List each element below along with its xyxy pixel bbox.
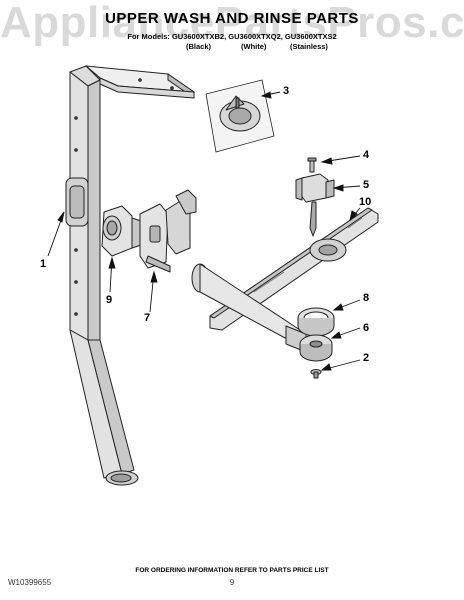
callout-9: 9 bbox=[106, 294, 113, 306]
callout-10: 10 bbox=[359, 196, 372, 208]
feed-pipe bbox=[191, 263, 307, 353]
callout-2: 2 bbox=[363, 352, 370, 364]
part-10-spray-arm bbox=[209, 207, 379, 331]
ordering-info: FOR ORDERING INFORMATION REFER TO PARTS … bbox=[135, 567, 329, 574]
callout-5: 5 bbox=[363, 179, 370, 191]
watermark: AppliancePartsPros.com bbox=[0, 0, 464, 47]
model-list: For Models: GU3600XTXB2, GU3600XTXQ2, GU… bbox=[127, 32, 337, 41]
part-4-screw bbox=[307, 157, 317, 173]
part-3-spray-arm-hub bbox=[205, 79, 275, 153]
page-number: 9 bbox=[229, 578, 235, 587]
part-8-nut bbox=[297, 307, 335, 337]
callout-8: 8 bbox=[363, 292, 370, 304]
callout-4: 4 bbox=[363, 149, 370, 161]
color-label-stainless: (Stainless) bbox=[290, 42, 328, 51]
color-label-black: (Black) bbox=[186, 42, 212, 51]
color-label-white: (White) bbox=[241, 42, 267, 51]
part-9-connector bbox=[101, 205, 145, 257]
document-number: W10399655 bbox=[8, 578, 52, 587]
part-1-feed-tube bbox=[65, 65, 195, 486]
callout-3: 3 bbox=[283, 85, 290, 97]
part-5-arm-mount bbox=[295, 173, 335, 237]
part-6-bearing bbox=[299, 334, 333, 362]
diagram-title: UPPER WASH AND RINSE PARTS bbox=[105, 10, 359, 27]
callout-6: 6 bbox=[363, 322, 370, 334]
callout-1: 1 bbox=[40, 258, 47, 270]
part-2-fastener bbox=[310, 369, 322, 379]
leader-lines bbox=[47, 91, 361, 371]
callout-7: 7 bbox=[144, 312, 151, 324]
part-7-bracket bbox=[139, 189, 197, 273]
